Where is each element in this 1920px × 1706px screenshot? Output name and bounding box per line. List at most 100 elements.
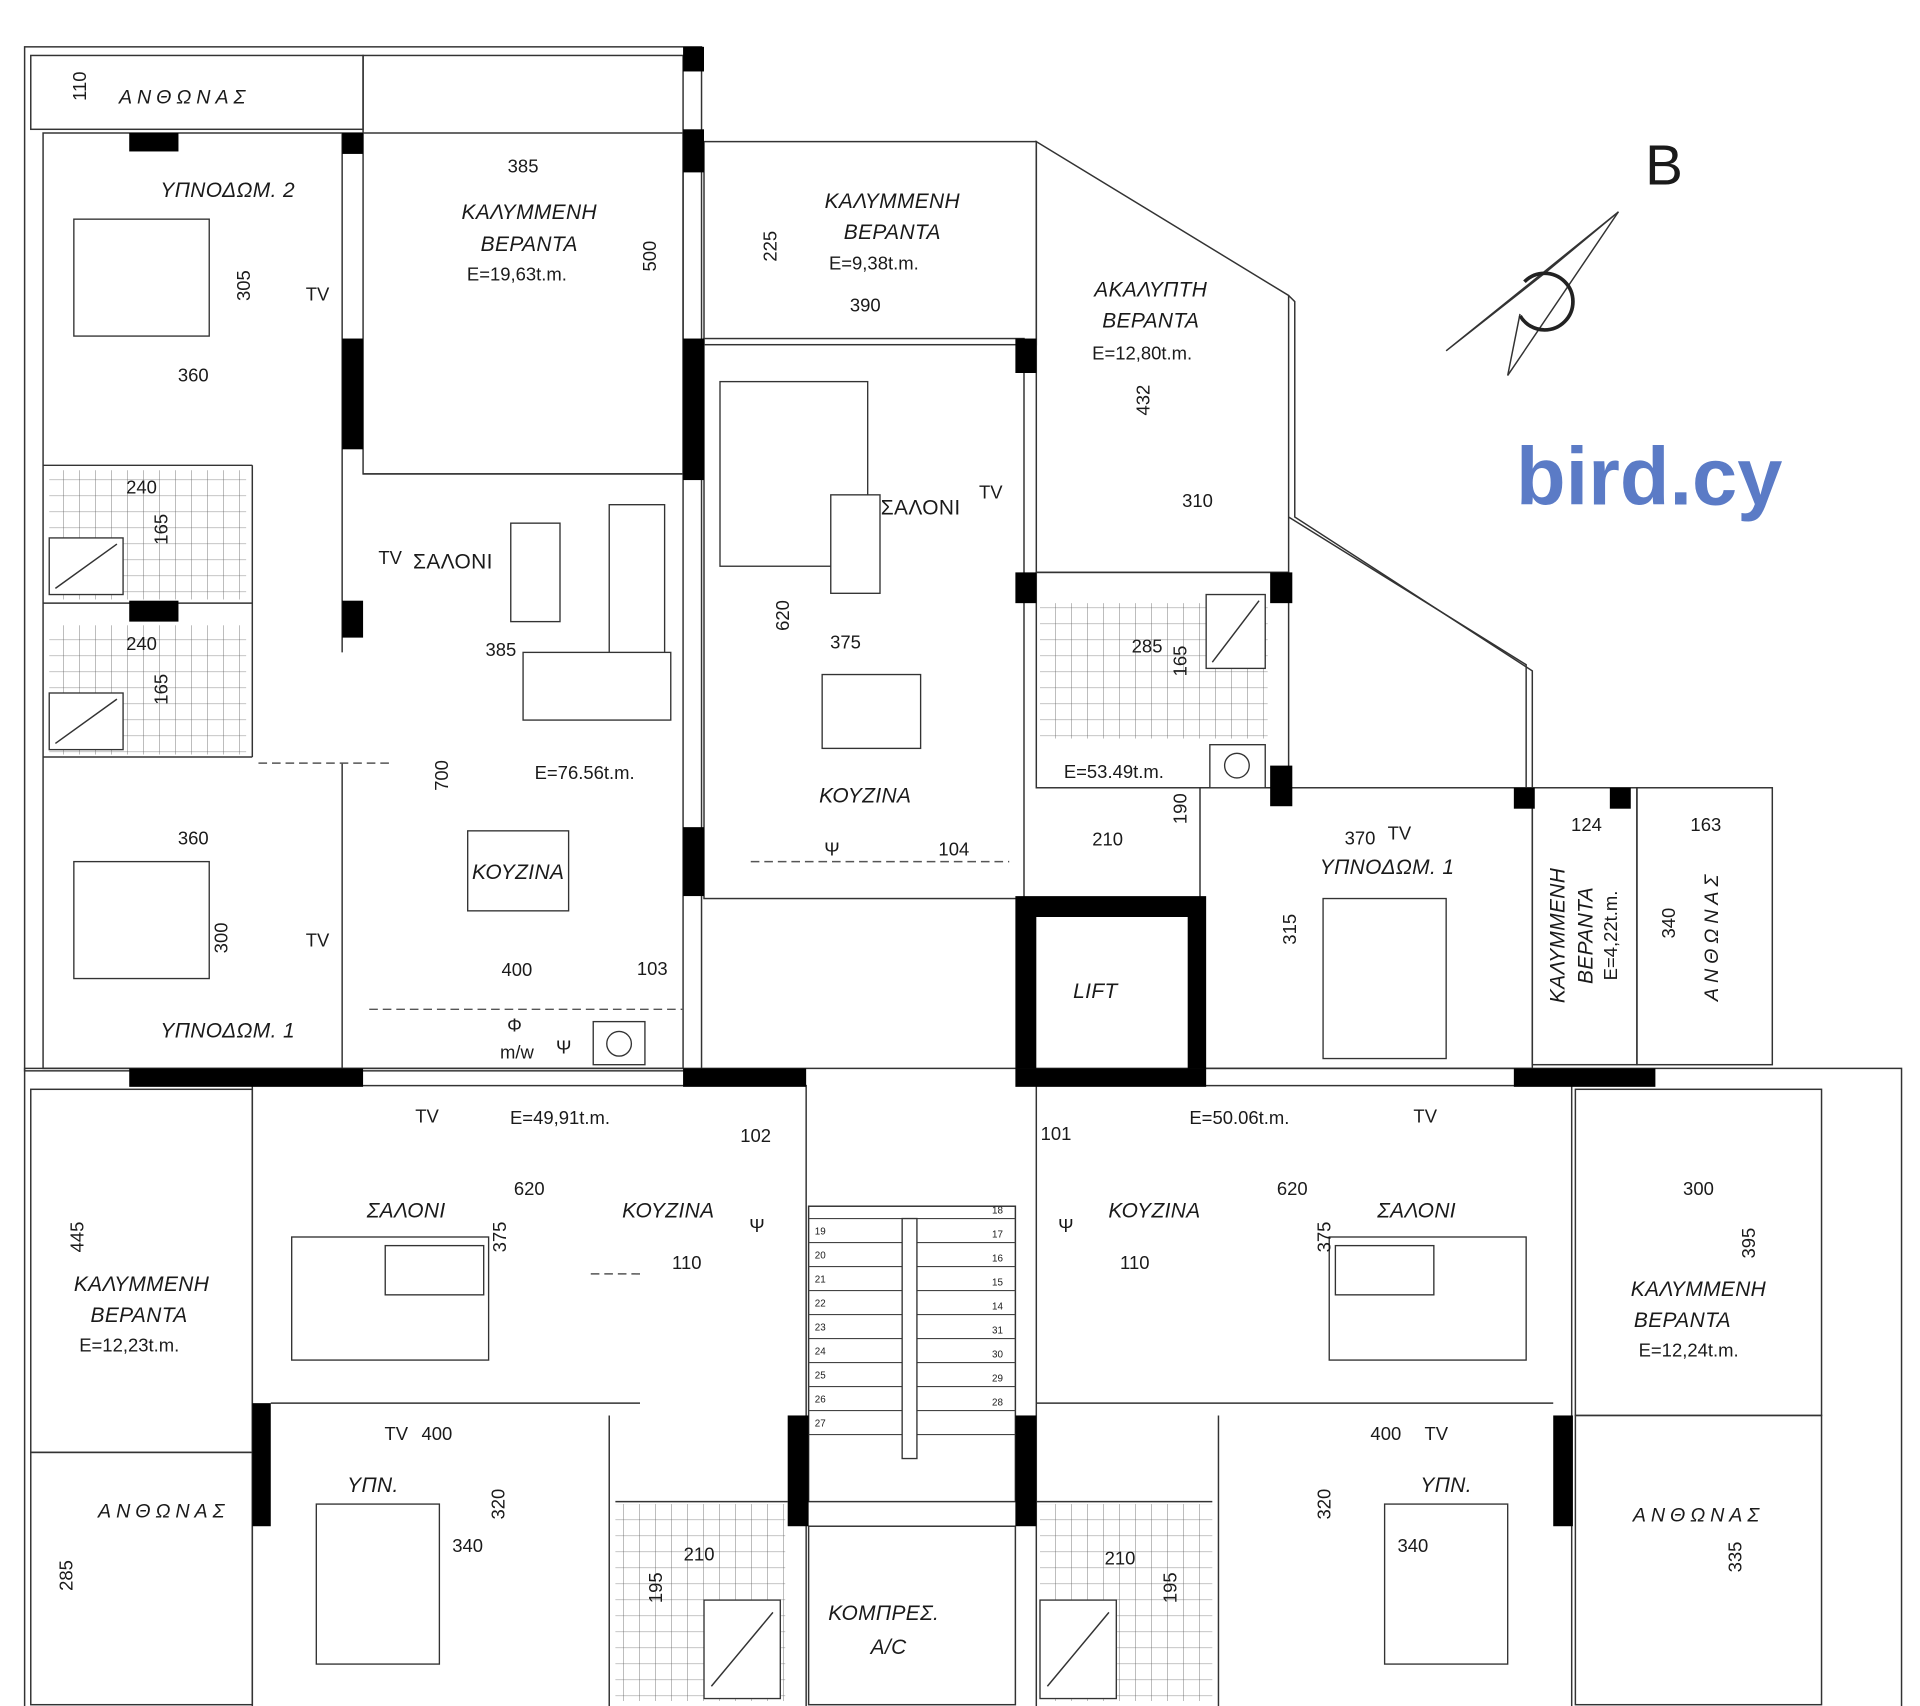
psi-label: Ψ — [749, 1215, 764, 1236]
veranda-label: ΚΑΛΥΜΜΕΝΗ — [825, 190, 961, 213]
room-label-bedroom: ΥΠΝ. — [1420, 1474, 1471, 1497]
dimension: 700 — [431, 760, 452, 791]
flowerbed-label: ΑΝΘΩΝΑΣ — [97, 1501, 229, 1523]
bottom-right-apartment: 101 E=50.06t.m. TV 620 ΚΟΥΖΙΝΑ ΣΑΛΟΝΙ 37… — [1041, 1106, 1767, 1604]
stair-number: 25 — [815, 1371, 826, 1382]
staircase — [808, 1217, 1016, 1460]
walls — [129, 46, 1656, 1527]
dimension: 620 — [514, 1178, 545, 1199]
dimension: 240 — [126, 633, 157, 654]
room-label-kitchen: ΚΟΥΖΙΝΑ — [472, 861, 564, 884]
stair-number: 24 — [815, 1347, 826, 1358]
dimension: 110 — [1120, 1252, 1149, 1273]
compressor-label: ΚΟΜΠΡΕΣ. — [828, 1602, 939, 1625]
stair-number: 31 — [992, 1326, 1003, 1337]
veranda-label: ΒΕΡΑΝΤΑ — [481, 233, 578, 256]
dimension: 195 — [1160, 1572, 1181, 1603]
dimension: 360 — [178, 365, 209, 386]
room-label-bedroom: ΥΠΝ. — [347, 1474, 398, 1497]
door-number: 101 — [1041, 1123, 1072, 1144]
flowerbed-label: ΑΝΘΩΝΑΣ — [118, 86, 250, 108]
stair-number: 16 — [992, 1254, 1003, 1265]
dimension: 320 — [488, 1489, 509, 1520]
lift-shaft — [1015, 896, 1207, 1069]
dimension: 395 — [1738, 1228, 1759, 1259]
stair-number: 26 — [815, 1395, 826, 1406]
psi-label: Ψ — [1058, 1215, 1073, 1236]
veranda-area: E=9,38t.m. — [829, 253, 919, 274]
dimension: 305 — [233, 270, 254, 301]
room-label-kitchen: ΚΟΥΖΙΝΑ — [819, 785, 911, 808]
stair-number: 15 — [992, 1278, 1003, 1289]
tv-label: TV — [1388, 822, 1412, 843]
room-label-living: ΣΑΛΟΝΙ — [413, 551, 493, 574]
dimension: 165 — [150, 674, 171, 705]
veranda-label: ΚΑΛΥΜΜΕΝΗ — [74, 1273, 210, 1296]
dimension: 370 — [1345, 827, 1376, 848]
dimension: 620 — [772, 600, 793, 631]
compressor-label: A/C — [869, 1636, 907, 1659]
stair-number: 20 — [815, 1251, 826, 1262]
stair-number: 30 — [992, 1350, 1003, 1361]
veranda-label: ΒΕΡΑΝΤΑ — [91, 1304, 188, 1327]
dimension: 240 — [126, 477, 157, 498]
dimension: 375 — [489, 1222, 510, 1253]
tv-label: TV — [1425, 1423, 1449, 1444]
stair-number: 14 — [992, 1302, 1003, 1313]
dimension: 190 — [1169, 793, 1190, 824]
dimension: 300 — [1683, 1178, 1714, 1199]
top-right-apartment: ΚΑΛΥΜΜΕΝΗ ΒΕΡΑΝΤΑ E=9,38t.m. 225 390 ΑΚΑ… — [760, 190, 1724, 1003]
veranda-label: ΚΑΛΥΜΜΕΝΗ — [1631, 1278, 1767, 1301]
room-label-bedroom-1: ΥΠΝΟΔΩΜ. 1 — [160, 1020, 295, 1043]
dimension: 210 — [1092, 829, 1123, 850]
dimension: 110 — [672, 1252, 701, 1273]
veranda-area: E=19,63t.m. — [467, 264, 567, 285]
dimension: 360 — [178, 827, 209, 848]
compass-label: B — [1645, 134, 1683, 197]
veranda-bottom-right — [1574, 1088, 1823, 1417]
room-label-kitchen: ΚΟΥΖΙΝΑ — [1108, 1199, 1200, 1222]
flowerbed-right — [1636, 787, 1774, 1066]
dimension: 335 — [1725, 1542, 1746, 1573]
dimension: 165 — [150, 514, 171, 545]
psi-label: Ψ — [824, 838, 839, 859]
dimension: 285 — [56, 1560, 77, 1591]
north-compass-icon: B — [1445, 134, 1683, 376]
stair-number: 28 — [992, 1398, 1003, 1409]
stair-number: 22 — [815, 1299, 826, 1310]
dimension: 165 — [1169, 646, 1190, 677]
room-label-living: ΣΑΛΟΝΙ — [366, 1199, 446, 1222]
room-label-living: ΣΑΛΟΝΙ — [1376, 1199, 1456, 1222]
dimension: 400 — [422, 1423, 453, 1444]
dimension: 124 — [1571, 814, 1602, 835]
door-number: 104 — [938, 838, 969, 859]
dimension: 390 — [850, 294, 881, 315]
dimension: 340 — [1398, 1535, 1429, 1556]
dimension: 163 — [1690, 814, 1721, 835]
furniture — [73, 218, 1527, 1665]
door-number: 103 — [637, 958, 668, 979]
dimension: 385 — [486, 639, 517, 660]
tv-label: TV — [306, 283, 330, 304]
veranda-label: ΑΚΑΛΥΠΤΗ — [1092, 279, 1208, 302]
stair-number: 29 — [992, 1374, 1003, 1385]
flowerbed-bottom-right — [1574, 1414, 1823, 1706]
dimension: 315 — [1279, 914, 1300, 945]
flowerbed-top-left — [30, 54, 364, 131]
room-label-kitchen: ΚΟΥΖΙΝΑ — [622, 1199, 714, 1222]
dimension: 110 — [69, 72, 90, 101]
stair-number: 21 — [815, 1275, 826, 1286]
dimension: 285 — [1132, 635, 1163, 656]
dimension: 432 — [1133, 385, 1154, 416]
top-left-apartment: ΑΝΘΩΝΑΣ 110 ΥΠΝΟΔΩΜ. 2 305 TV 360 ΚΑΛΥΜΜ… — [69, 72, 668, 1063]
fridge-label: Φ — [507, 1014, 522, 1035]
room-label-living: ΣΑΛΟΝΙ — [881, 497, 961, 520]
apartment-area: E=76.56t.m. — [535, 762, 635, 783]
tv-label: TV — [415, 1106, 439, 1127]
veranda-area: E=12,23t.m. — [79, 1334, 179, 1355]
lift-label: LIFT — [1073, 980, 1118, 1003]
veranda-area: E=4,22t.m. — [1600, 891, 1621, 981]
watermark-logo: bird.cy — [1516, 432, 1782, 523]
dimension: 340 — [452, 1535, 483, 1556]
